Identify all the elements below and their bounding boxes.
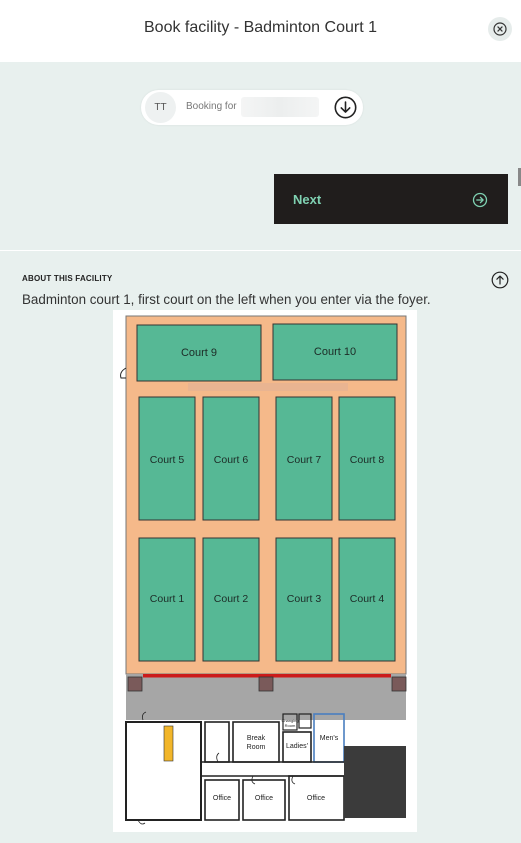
court-label: Court 3 bbox=[287, 593, 322, 605]
redacted-name bbox=[241, 97, 319, 117]
break-room-label: Room bbox=[247, 744, 266, 751]
mens-label: Men's bbox=[320, 735, 339, 742]
office-label: Office bbox=[213, 795, 231, 802]
door-swing bbox=[251, 775, 256, 785]
court-label: Court 8 bbox=[350, 454, 385, 466]
office-label: Office bbox=[307, 795, 325, 802]
close-button[interactable] bbox=[488, 17, 512, 41]
break-room-label: Break bbox=[247, 735, 266, 742]
court: Court 3 bbox=[275, 537, 333, 662]
arrow-up-circle-icon bbox=[491, 271, 509, 289]
door-swing bbox=[291, 775, 296, 785]
collapse-about-button[interactable] bbox=[491, 271, 509, 289]
hall-door bbox=[120, 367, 127, 379]
dialog-header: Book facility - Badminton Court 1 bbox=[0, 0, 521, 62]
court: Court 6 bbox=[202, 396, 260, 521]
pillar bbox=[127, 676, 143, 692]
booking-for-selector[interactable]: TT Booking for bbox=[141, 90, 363, 125]
court: Court 1 bbox=[138, 537, 196, 662]
court: Court 10 bbox=[272, 323, 398, 381]
court-label: Court 5 bbox=[150, 454, 185, 466]
office-label: Office bbox=[255, 795, 273, 802]
booking-section: TT Booking for Next bbox=[0, 62, 521, 250]
avatar: TT bbox=[145, 92, 176, 123]
booking-dropdown-button[interactable] bbox=[334, 96, 357, 119]
court-label: Court 6 bbox=[214, 454, 249, 466]
blurred-label bbox=[188, 383, 348, 391]
court: Court 7 bbox=[275, 396, 333, 521]
court: Court 4 bbox=[338, 537, 396, 662]
court-label: Court 7 bbox=[287, 454, 322, 466]
scroll-edge-indicator bbox=[518, 168, 521, 186]
court: Court 5 bbox=[138, 396, 196, 521]
about-heading: ABOUT THIS FACILITY bbox=[22, 274, 113, 283]
court-label: Court 9 bbox=[181, 347, 217, 359]
door-swing bbox=[137, 819, 146, 825]
next-button-label: Next bbox=[293, 192, 322, 207]
pillar bbox=[258, 676, 274, 692]
next-button[interactable]: Next bbox=[274, 174, 508, 224]
court: Court 2 bbox=[202, 537, 260, 662]
changing-room-label: Room bbox=[285, 723, 296, 728]
booking-for-label: Booking for bbox=[186, 101, 237, 112]
court-label: Court 10 bbox=[314, 346, 356, 358]
room-small bbox=[298, 713, 312, 729]
red-boundary-line bbox=[143, 674, 391, 678]
door-swing bbox=[142, 711, 147, 721]
facility-description: Badminton court 1, first court on the le… bbox=[22, 292, 431, 307]
close-circle-icon bbox=[493, 22, 507, 36]
court: Court 9 bbox=[136, 324, 262, 382]
dark-block bbox=[344, 746, 406, 818]
changing-room bbox=[282, 713, 298, 731]
section-divider bbox=[0, 250, 521, 251]
office-room bbox=[204, 779, 240, 821]
court: Court 8 bbox=[338, 396, 396, 521]
pillar bbox=[391, 676, 407, 692]
office-room bbox=[242, 779, 286, 821]
dialog-title: Book facility - Badminton Court 1 bbox=[144, 19, 377, 36]
court-label: Court 4 bbox=[350, 593, 385, 605]
arrow-down-circle-icon bbox=[334, 96, 357, 119]
outer-walls bbox=[125, 721, 202, 821]
door-swing bbox=[216, 752, 220, 763]
changing-room-label: Changing bbox=[281, 718, 298, 723]
court-label: Court 2 bbox=[214, 593, 249, 605]
court-label: Court 1 bbox=[150, 593, 185, 605]
facility-floor-plan: Court 9 Court 10 Court 5 Court 6 Court 7… bbox=[113, 310, 417, 832]
yellow-marker bbox=[163, 725, 174, 762]
arrow-right-circle-icon bbox=[472, 192, 488, 208]
ladies-label: Ladies' bbox=[286, 743, 308, 750]
